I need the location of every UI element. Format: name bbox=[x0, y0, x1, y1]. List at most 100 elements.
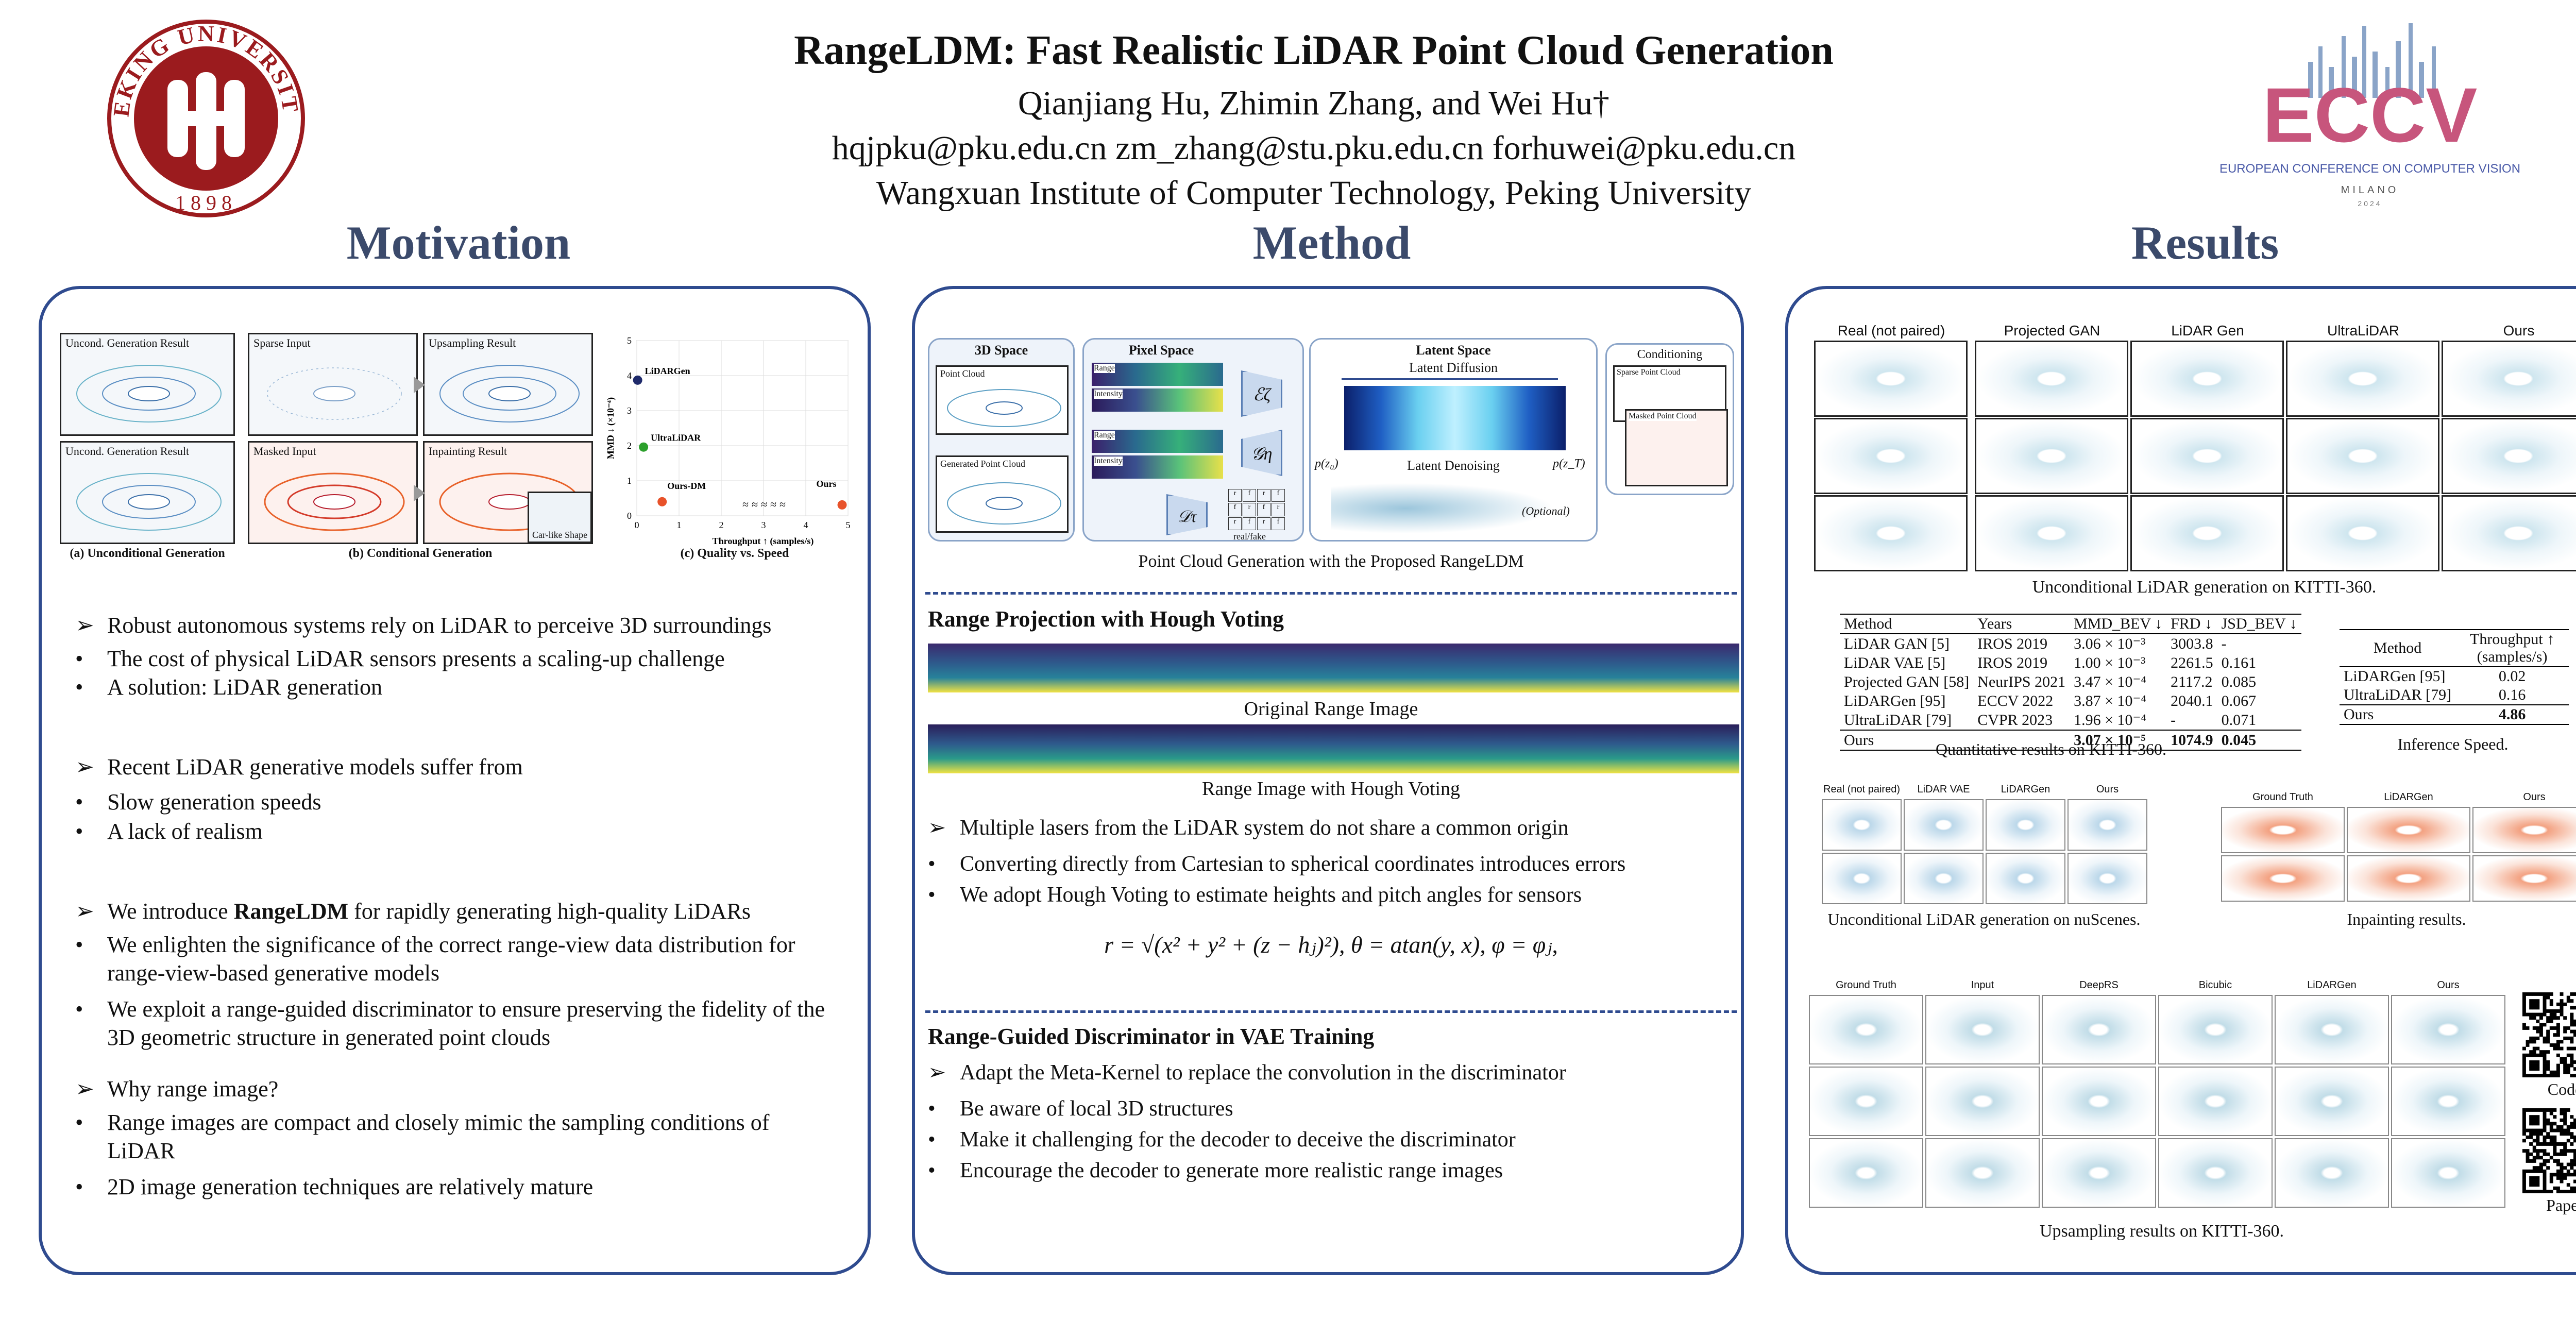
hough-title: Range Projection with Hough Voting bbox=[928, 606, 1284, 632]
qr-module bbox=[2526, 992, 2530, 996]
qr-module bbox=[2573, 1135, 2576, 1139]
bullet-item: •A solution: LiDAR generation bbox=[75, 673, 838, 701]
qr-module bbox=[2556, 1190, 2560, 1194]
qr-module bbox=[2566, 1026, 2570, 1030]
qr-module bbox=[2560, 1002, 2564, 1006]
paper-qr[interactable] bbox=[2522, 1108, 2576, 1194]
qr-module bbox=[2546, 1118, 2550, 1122]
qr-module bbox=[2543, 1149, 2547, 1153]
uncond-label-1: Uncond. Generation Result bbox=[65, 336, 190, 349]
result-sample bbox=[1925, 1067, 2040, 1136]
result-sample bbox=[2347, 855, 2470, 902]
qr-module bbox=[2553, 1108, 2557, 1112]
qr-module bbox=[2553, 1145, 2557, 1149]
eccv-logo: ECCV EUROPEAN CONFERENCE ON COMPUTER VIS… bbox=[2205, 15, 2535, 211]
qr-module bbox=[2549, 1108, 2553, 1112]
qr-module bbox=[2560, 1149, 2564, 1153]
qr-module bbox=[2522, 1046, 2526, 1051]
qr-module bbox=[2549, 1002, 2553, 1006]
qr-module bbox=[2536, 1029, 2540, 1034]
qr-module bbox=[2566, 1173, 2570, 1177]
section-title-method: Method bbox=[1252, 216, 1411, 269]
qr-module bbox=[2563, 1190, 2567, 1194]
qr-module bbox=[2536, 1074, 2540, 1078]
code-qr[interactable] bbox=[2522, 992, 2576, 1078]
bullet-heading: ➢Multiple lasers from the LiDAR system d… bbox=[928, 815, 1732, 842]
qr-module bbox=[2543, 1070, 2547, 1074]
qr-module bbox=[2553, 1152, 2557, 1156]
qr-module bbox=[2546, 1135, 2550, 1139]
qr-module bbox=[2566, 999, 2570, 1003]
range-label: Range bbox=[1094, 431, 1115, 440]
bullet-text: Make it challenging for the decoder to d… bbox=[960, 1128, 1516, 1152]
qr-module bbox=[2539, 1156, 2543, 1160]
qr-module bbox=[2522, 1183, 2526, 1187]
qr-module bbox=[2546, 1074, 2550, 1078]
qr-module bbox=[2526, 1043, 2530, 1047]
qr-module bbox=[2560, 1012, 2564, 1017]
qr-module bbox=[2570, 1173, 2574, 1177]
qr-module bbox=[2539, 1023, 2543, 1027]
generated-sample bbox=[2442, 495, 2576, 571]
qr-module bbox=[2543, 1128, 2547, 1132]
pz0-label: p(z₀) bbox=[1315, 457, 1338, 470]
qr-module bbox=[2570, 1125, 2574, 1129]
qr-module bbox=[2529, 1006, 2533, 1010]
qr-module bbox=[2553, 1142, 2557, 1146]
qr-module bbox=[2546, 995, 2550, 1000]
table-cell: 1.00 × 10⁻³ bbox=[2074, 654, 2146, 671]
qr-module bbox=[2526, 1108, 2530, 1112]
qr-module bbox=[2539, 1169, 2543, 1173]
bullet-item: •Make it challenging for the decoder to … bbox=[928, 1126, 1732, 1154]
qr-module bbox=[2573, 1046, 2576, 1051]
qr-module bbox=[2560, 1057, 2564, 1061]
poster-title: RangeLDM: Fast Realistic LiDAR Point Clo… bbox=[794, 28, 1834, 73]
qr-module bbox=[2536, 1139, 2540, 1143]
qr-module bbox=[2566, 1183, 2570, 1187]
qr-module bbox=[2566, 1067, 2570, 1071]
qr-module bbox=[2529, 1012, 2533, 1017]
table-cell: 0.085 bbox=[2221, 673, 2257, 690]
qr-module bbox=[2536, 1053, 2540, 1057]
table-header: FRD ↓ bbox=[2171, 615, 2212, 632]
qr-module bbox=[2573, 1006, 2576, 1010]
result-sample bbox=[1809, 995, 1923, 1064]
qr-module bbox=[2526, 1128, 2530, 1132]
bullet-marker: • bbox=[75, 1110, 83, 1135]
fig-b-caption: (b) Conditional Generation bbox=[348, 547, 493, 560]
qr-module bbox=[2543, 1176, 2547, 1180]
intensity-label: Intensity bbox=[1094, 390, 1123, 399]
qr-module bbox=[2529, 1063, 2533, 1068]
qr-module bbox=[2573, 1060, 2576, 1064]
bullet-marker: • bbox=[75, 789, 83, 815]
qr-module bbox=[2573, 1019, 2576, 1023]
qr-module bbox=[2573, 1169, 2576, 1173]
qr-module bbox=[2563, 1118, 2567, 1122]
qr-module bbox=[2570, 1159, 2574, 1163]
qr-module bbox=[2539, 1190, 2543, 1194]
table-row: LiDARGen [95]0.02 bbox=[2340, 667, 2569, 686]
quantitative-caption: Quantitative results on KITTI-360. bbox=[1936, 740, 2166, 758]
qr-module bbox=[2532, 1166, 2536, 1170]
grid-column-header: LiDARGen bbox=[2001, 784, 2050, 795]
qr-module bbox=[2560, 1142, 2564, 1146]
qr-module bbox=[2546, 1029, 2550, 1034]
qr-module bbox=[2560, 1040, 2564, 1044]
arrow-right-icon bbox=[414, 377, 425, 393]
qr-module bbox=[2536, 1179, 2540, 1183]
qr-module bbox=[2529, 1060, 2533, 1064]
qr-module bbox=[2522, 1108, 2526, 1112]
result-sample bbox=[1809, 1067, 1923, 1136]
bullet-marker: ➢ bbox=[75, 613, 94, 638]
code-qr-label: Code bbox=[2547, 1080, 2576, 1098]
table-cell: LiDAR GAN [5] bbox=[1844, 635, 1950, 652]
qr-module bbox=[2522, 1118, 2526, 1122]
plot-area bbox=[636, 340, 849, 516]
qr-module bbox=[2526, 1159, 2530, 1163]
hough-range-image bbox=[928, 724, 1739, 773]
qr-module bbox=[2556, 1169, 2560, 1173]
sparse-input: Sparse Input bbox=[248, 333, 418, 436]
